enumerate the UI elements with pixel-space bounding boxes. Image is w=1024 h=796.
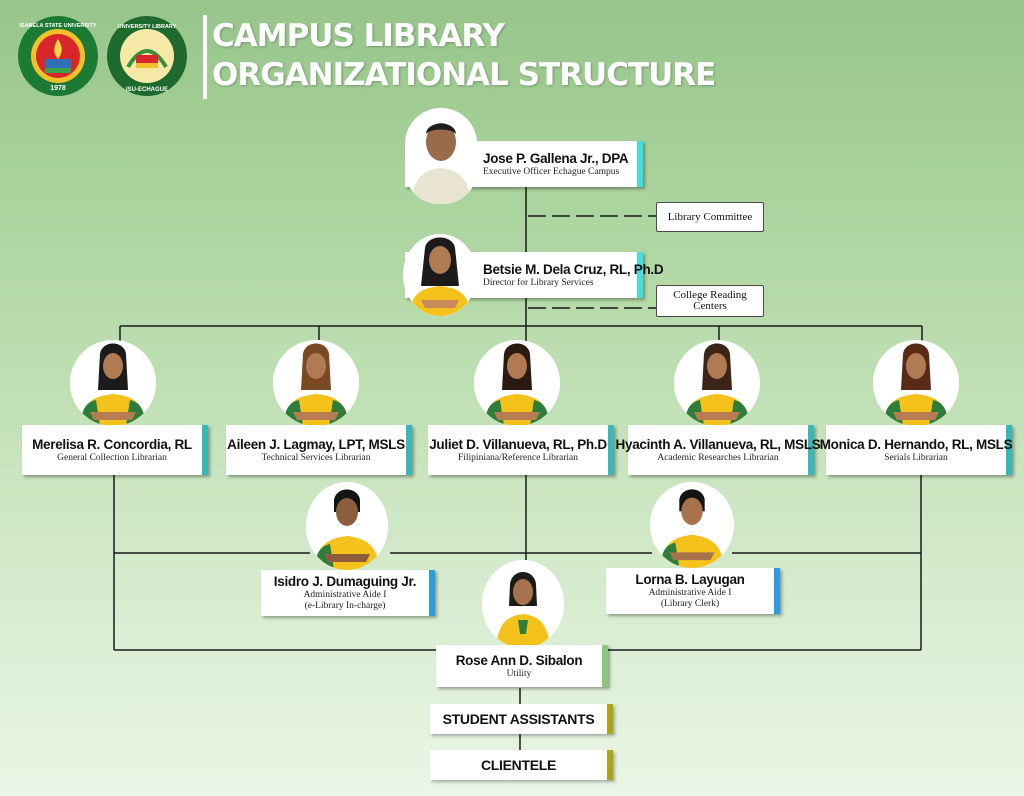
college-reading-centers-box: College Reading Centers — [656, 285, 764, 317]
aide-photo — [650, 482, 734, 568]
logo2-top-text: UNIVERSITY LIBRARY — [118, 24, 177, 30]
librarian-position: Filipiniana/Reference Librarian — [457, 452, 579, 463]
librarian-position: Serials Librarian — [884, 452, 948, 463]
librarian-name: Monica D. Hernando, RL, MSLS — [819, 436, 1013, 452]
librarian-position: Technical Services Librarian — [261, 452, 371, 463]
aide-photo — [306, 482, 388, 570]
librarian-photo — [674, 340, 760, 426]
librarian-photo — [474, 340, 560, 426]
librarian-name: Juliet D. Villanueva, RL, Ph.D — [429, 436, 607, 452]
aide-position-line2: (Library Clerk) — [660, 599, 720, 609]
title-line-1: CAMPUS LIBRARY — [212, 18, 505, 54]
utility-photo — [482, 560, 564, 648]
librarian-position: General Collection Librarian — [57, 452, 167, 463]
librarian-name: Hyacinth A. Villanueva, RL, MSLS — [615, 436, 821, 452]
director-position: Director for Library Services — [483, 277, 594, 288]
aide-position-line1: Administrative Aide I — [648, 588, 732, 598]
librarian-photo — [873, 340, 959, 426]
director-name: Betsie M. Dela Cruz, RL, Ph.D — [483, 261, 664, 277]
title-line-2: ORGANIZATIONAL STRUCTURE — [212, 57, 716, 93]
aide-position-line1: Administrative Aide I — [303, 590, 387, 600]
student-assistants-box: STUDENT ASSISTANTS — [430, 704, 613, 734]
reading-centers-line1: College Reading — [673, 289, 747, 301]
university-library-logo: UNIVERSITY LIBRARY ISU-ECHAGUE — [106, 15, 188, 97]
executive-position: Executive Officer Echague Campus — [483, 166, 620, 177]
reading-centers-line2: Centers — [693, 300, 727, 312]
librarian-position: Academic Researches Librarian — [657, 452, 779, 463]
librarian-name: Merelisa R. Concordia, RL — [32, 436, 192, 452]
clientele-box: CLIENTELE — [430, 750, 613, 780]
utility-position: Utility — [506, 668, 532, 679]
isu-seal-logo: 1978 ISABELA STATE UNIVERSITY — [17, 15, 99, 97]
aide-name: Lorna B. Layugan — [635, 572, 745, 587]
librarian-name: Aileen J. Lagmay, LPT, MSLS — [227, 436, 405, 452]
aide-position-line2: (e-Library In-charge) — [304, 601, 386, 611]
utility-card: Rose Ann D. Sibalon Utility — [436, 645, 608, 687]
logo2-bottom-text: ISU-ECHAGUE — [126, 87, 168, 93]
librarian-photo — [70, 340, 156, 426]
header-divider — [203, 15, 207, 99]
utility-name: Rose Ann D. Sibalon — [455, 652, 583, 668]
aide-card: Isidro J. Dumaguing Jr.Administrative Ai… — [261, 570, 435, 616]
seal-year: 1978 — [50, 85, 66, 92]
library-committee-box: Library Committee — [656, 202, 764, 232]
aide-name: Isidro J. Dumaguing Jr. — [273, 574, 417, 589]
executive-photo — [405, 108, 477, 204]
librarian-photo — [273, 340, 359, 426]
executive-name: Jose P. Gallena Jr., DPA — [483, 150, 629, 166]
director-photo — [403, 234, 477, 316]
seal-text: ISABELA STATE UNIVERSITY — [19, 23, 97, 29]
